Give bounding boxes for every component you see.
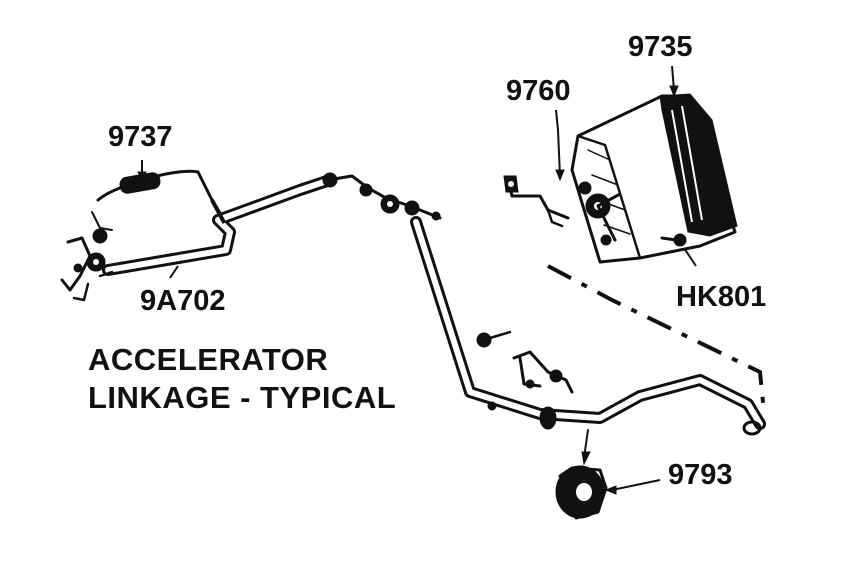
bolt [476,330,512,348]
throttle-lever-cluster [578,181,622,246]
callout-9a702: 9A702 [140,285,225,317]
callout-9737: 9737 [108,121,173,153]
throttle-body-assembly [503,93,738,264]
hk801-fastener [660,233,687,247]
pivot-bracket [487,350,574,411]
callout-hk801: HK801 [676,281,766,313]
cable-assembly-left [60,169,336,302]
relationship-dashed-lines [210,199,766,413]
callout-9735: 9735 [628,31,693,63]
caption-line-2: LINKAGE - TYPICAL [88,380,396,415]
main-linkage-rod [322,172,766,436]
leader-lines [137,65,697,495]
callout-9760: 9760 [506,75,571,107]
throttle-bracket [503,175,570,228]
caption-line-1: ACCELERATOR [88,342,328,377]
callout-9793: 9793 [668,459,733,491]
left-bracket-cluster [60,211,114,302]
grommet-9793 [555,429,608,520]
